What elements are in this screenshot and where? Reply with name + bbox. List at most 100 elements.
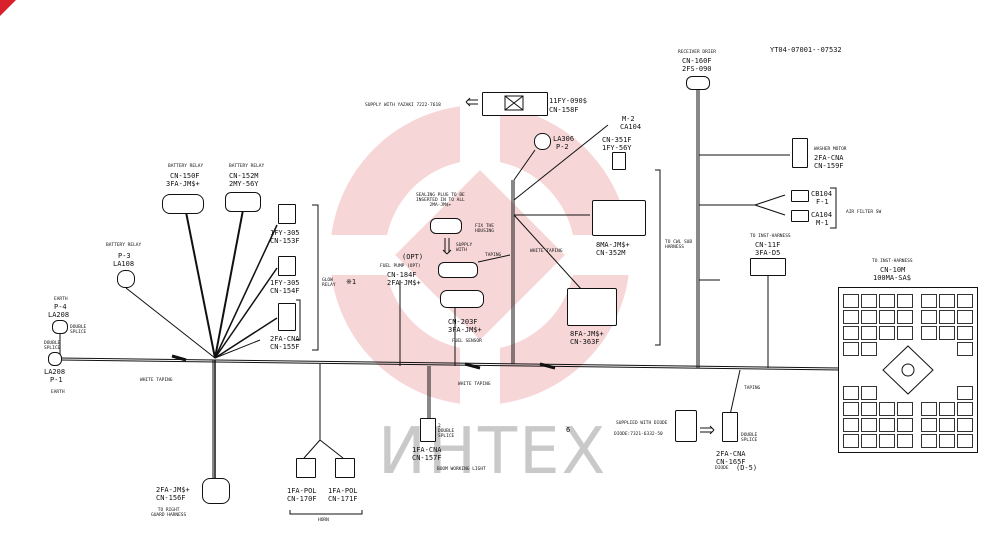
watermark-text: ИНТЕХ <box>378 415 608 489</box>
fuel-sensor-code: CN-203F <box>448 318 478 326</box>
battery-relay3-pin: P-3 <box>118 252 131 260</box>
fuel-sensor-title: FUEL SENSOR <box>452 339 482 344</box>
cn363-part: 8FA-JM$+ <box>570 330 604 338</box>
to-inst1-connector <box>750 258 786 276</box>
cn352-part: 8MA-JM$+ <box>596 241 630 249</box>
battery-relay1-part: 3FA-JM$+ <box>166 180 200 188</box>
cn351-connector <box>612 152 626 170</box>
earth-bottom-title: EARTH <box>51 390 65 395</box>
horn2-code: CN-171F <box>328 495 358 503</box>
to-cwl-note: TO CWL SUB HARNESS <box>665 240 693 250</box>
horn1-part: 1FA-POL <box>287 487 317 495</box>
cn155-part: 2FA-CNA <box>270 335 300 343</box>
fuse-cell <box>843 418 859 432</box>
cn352-connector <box>592 200 646 236</box>
to-inst1-code: CN-11F <box>755 241 781 249</box>
cn165-code: CN-165F <box>716 458 746 466</box>
battery-relay3-terminal <box>117 270 135 288</box>
fuse-cell <box>861 326 877 340</box>
cn363-code: CN-363F <box>570 338 600 346</box>
earth-bottom-terminal <box>48 352 62 366</box>
cn157-code: CN-157F <box>412 454 442 462</box>
supply-with-note: SUPPLY WITH <box>456 243 473 253</box>
note-mark: ※1 <box>346 278 357 286</box>
fuse-cell <box>879 434 895 448</box>
fuel-sensor-part: 3FA-JM$+ <box>448 326 482 334</box>
receiver-drier-title: RECEIVER DRIER <box>678 50 716 55</box>
cn153-code: CN-153F <box>270 237 300 245</box>
cn154-connector <box>278 256 296 276</box>
fuel-pump-part: 2FA-JM$+ <box>387 279 421 287</box>
cn156-connector <box>202 478 230 504</box>
battery-relay1-title: BATTERY RELAY <box>168 164 204 169</box>
la306-terminal <box>534 133 551 150</box>
main-connector-11fy <box>482 92 548 116</box>
washer-motor-part: 2FA-CNA <box>814 154 844 162</box>
fuse-cell <box>843 342 859 356</box>
fuse-cell <box>879 326 895 340</box>
receiver-drier-part: 2FS-090 <box>682 65 712 73</box>
cn351-code: CN-351F <box>602 136 632 144</box>
diode-part-note: DIODE:7321-6332-50 <box>614 432 663 437</box>
horn2-connector <box>335 458 355 478</box>
fix-housing-note: FIX THE HOUSING <box>475 224 494 234</box>
fuse-cell <box>939 434 955 448</box>
to-right-guard-note: TO RIGHT GUARD HARNESS <box>151 508 187 518</box>
fuse-cell <box>921 434 937 448</box>
fuse-cell <box>861 402 877 416</box>
white-taping-label-2: WHITE TAPING <box>140 378 173 383</box>
cb104-pin: F-1 <box>816 198 829 206</box>
fuse-cell <box>957 386 973 400</box>
boom-light-label: BOOM WORKING LIGHT <box>437 467 486 472</box>
to-inst1-part: 3FA-D5 <box>755 249 781 257</box>
fuse-cell <box>957 402 973 416</box>
battery-relay2-part: 2MY-56Y <box>229 180 259 188</box>
white-taping-label-1: WHITE TAPING <box>530 249 563 254</box>
drawing-number: YT04-07001--07532 <box>770 46 842 54</box>
horn2-part: 1FA-POL <box>328 487 358 495</box>
washer-motor-title: WASHER MOTOR <box>814 147 847 152</box>
cn157-connector <box>420 418 436 442</box>
fuse-cell <box>897 294 913 308</box>
fuse-cell <box>879 418 895 432</box>
diode-component <box>675 410 697 442</box>
receiver-drier-connector <box>686 76 710 90</box>
fuse-cell <box>939 418 955 432</box>
cn165-diode-label: DIODE <box>715 466 729 471</box>
cb104-connector <box>791 190 809 202</box>
cn157-part: 1FA-CNA <box>412 446 442 454</box>
cn156-part: 2FA-JM$+ <box>156 486 190 494</box>
cn165-connector <box>722 412 738 442</box>
washer-motor-code: CN-159F <box>814 162 844 170</box>
main-connector-code: CN-158F <box>549 106 579 114</box>
battery-relay1-code: CN-150F <box>170 172 200 180</box>
battery-relay2-connector <box>225 192 261 212</box>
fuse-cell <box>843 386 859 400</box>
fuse-cell <box>843 326 859 340</box>
taping-label-2: TAPING <box>744 386 761 391</box>
fuse-cell <box>921 310 937 324</box>
fuse-cell <box>939 310 955 324</box>
battery-relay2-code: CN-152M <box>229 172 259 180</box>
corner-mark <box>0 0 16 16</box>
fuel-sensor-connector <box>440 290 484 308</box>
cn165-part: 2FA-CNA <box>716 450 746 458</box>
battery-relay1-connector <box>162 194 204 214</box>
fuse-cell <box>897 310 913 324</box>
fuse-cell <box>861 418 877 432</box>
fuse-cell <box>843 434 859 448</box>
fuse-cell <box>957 418 973 432</box>
cn153-part: 1FY-305 <box>270 229 300 237</box>
double-splice-label-2: DOUBLE SPLICE <box>44 341 61 351</box>
white-taping-label-3: WHITE TAPING <box>458 382 491 387</box>
earth-bottom-pin: P-1 <box>50 376 63 384</box>
air-filter-label: AIR FILTER SW <box>846 210 882 215</box>
fuse-cell <box>861 386 877 400</box>
fuse-cell <box>939 402 955 416</box>
battery-relay3-title: BATTERY RELAY <box>106 243 142 248</box>
fuse-cell <box>921 294 937 308</box>
ca104-pin: M-1 <box>816 219 829 227</box>
cb104-code: CB104 <box>811 190 833 198</box>
